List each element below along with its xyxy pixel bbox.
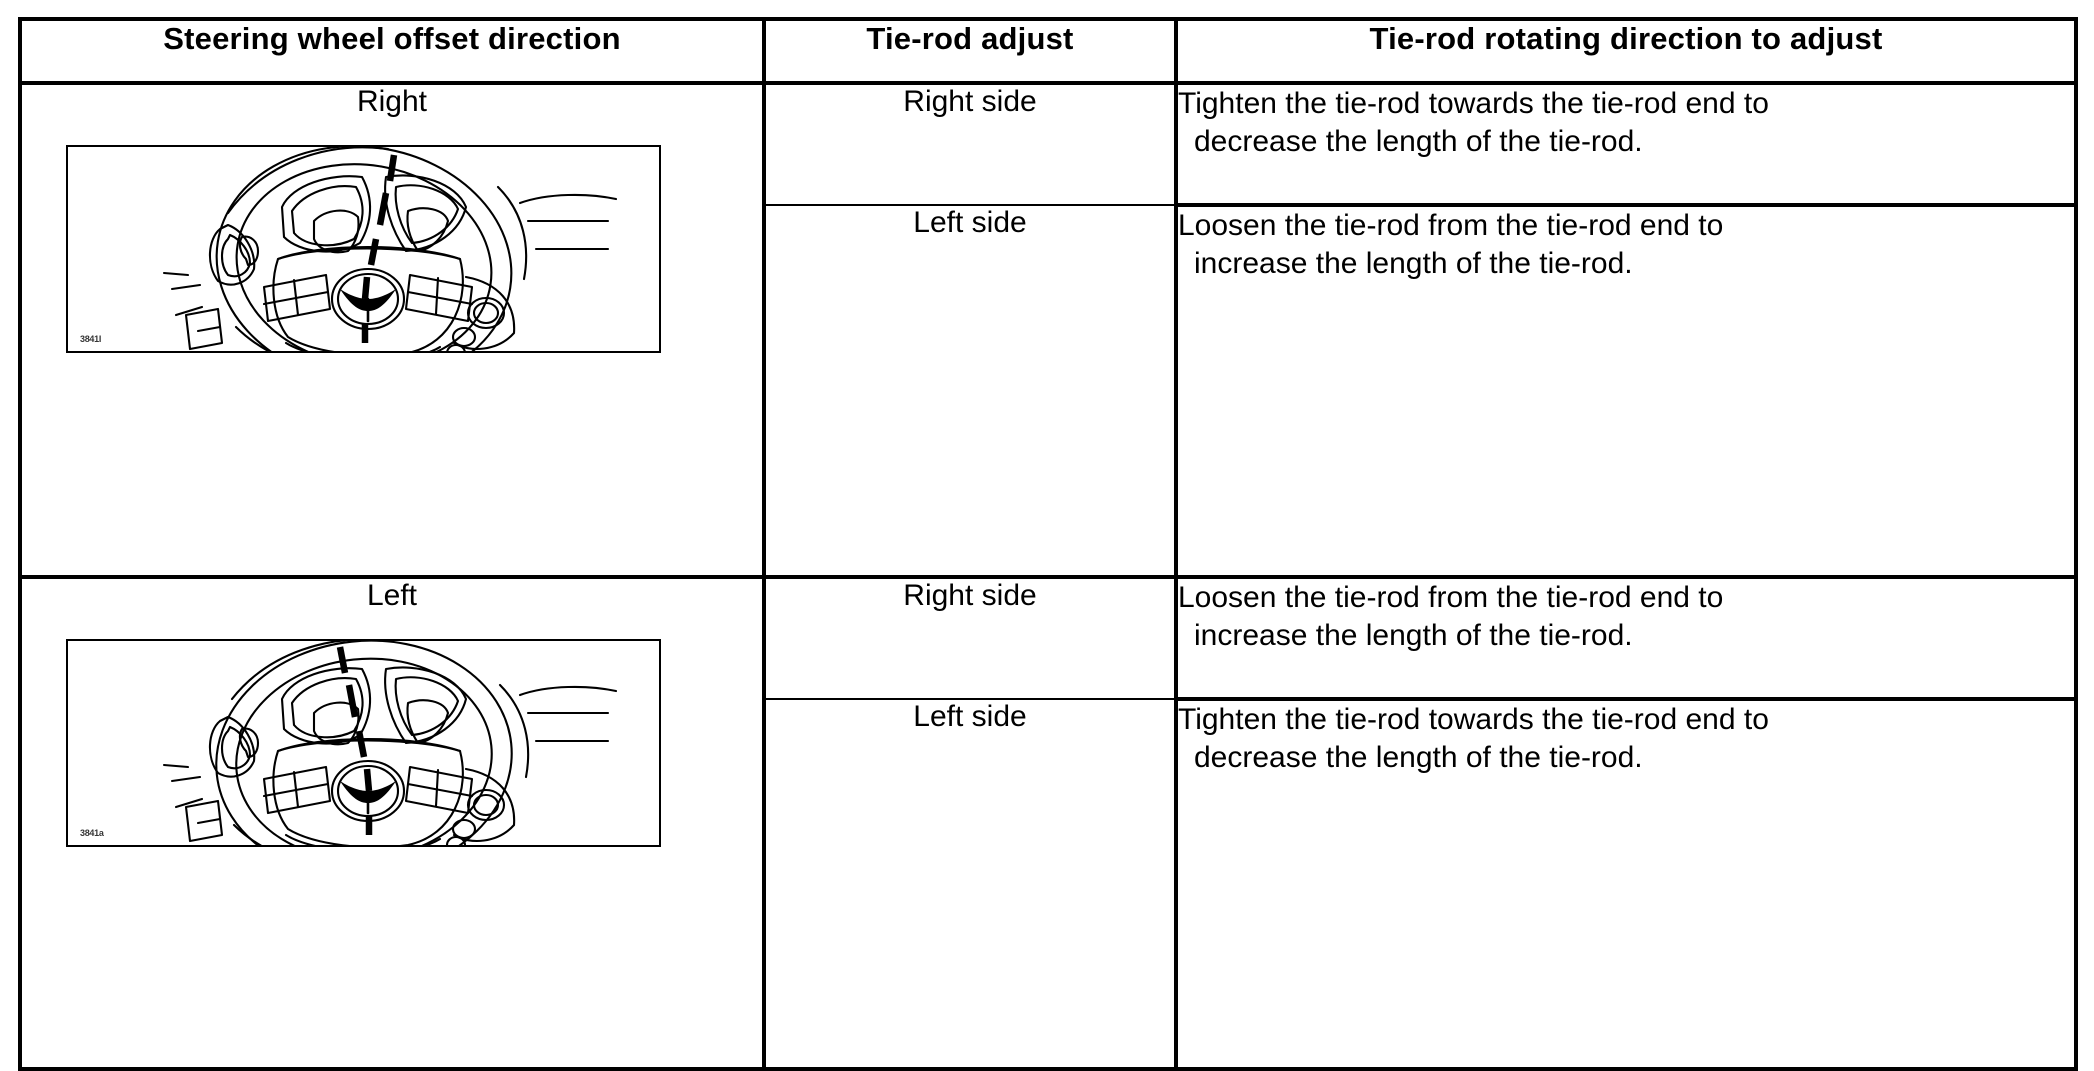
figure-id-label: 3841a (80, 828, 104, 838)
tie-rod-side-cell: Right side (762, 81, 1178, 206)
tie-rod-side-cell: Left side (762, 204, 1178, 579)
table-body: Right (18, 81, 2078, 1071)
tie-rod-rotation-description-cell: Loosen the tie-rod from the tie-rod end … (1174, 204, 2078, 579)
column-header-tie-rod-adjust: Tie-rod adjust (762, 17, 1178, 85)
tie-rod-rotation-description-cell: Tighten the tie-rod towards the tie-rod … (1174, 698, 2078, 1071)
figure-id-label: 3841I (80, 334, 102, 344)
column-header-steering-wheel-offset-direction: Steering wheel offset direction (18, 17, 766, 85)
table-row: Left (18, 575, 2078, 1071)
description-line-2: decrease the length of the tie-rod. (1194, 125, 1643, 159)
steering-wheel-illustration-icon (162, 641, 618, 845)
steering-wheel-figure-right: 3841I (66, 145, 661, 353)
tie-rod-side-label: Left side (913, 206, 1027, 239)
offset-direction-cell-right: Right (18, 81, 766, 579)
steering-wheel-figure-left: 3841a (66, 639, 661, 847)
description-line-1: Loosen the tie-rod from the tie-rod end … (1178, 209, 1724, 242)
document-page: Steering wheel offset direction Tie-rod … (18, 17, 2078, 1071)
offset-direction-label: Left (366, 579, 418, 612)
table-header-row: Steering wheel offset direction Tie-rod … (18, 17, 2078, 85)
tie-rod-side-cell: Left side (762, 698, 1178, 1071)
table-header: Steering wheel offset direction Tie-rod … (18, 17, 2078, 85)
column-header-tie-rod-rotating-direction: Tie-rod rotating direction to adjust (1174, 17, 2078, 85)
tie-rod-adjustment-table: Steering wheel offset direction Tie-rod … (18, 17, 2078, 1071)
table-row: Right (18, 81, 2078, 579)
tie-rod-rotation-description-cell: Tighten the tie-rod towards the tie-rod … (1174, 81, 2078, 207)
tie-rod-rotation-description-cell: Loosen the tie-rod from the tie-rod end … (1174, 575, 2078, 701)
tie-rod-side-label: Right side (903, 85, 1037, 118)
description-line-1: Loosen the tie-rod from the tie-rod end … (1178, 581, 1724, 614)
description-line-2: increase the length of the tie-rod. (1194, 619, 1633, 653)
offset-dashed-marker-icon (336, 646, 373, 835)
description-line-1: Tighten the tie-rod towards the tie-rod … (1178, 87, 1769, 120)
table-row: Left side Tighten the tie-rod towards th… (20, 698, 2078, 1071)
description-line-2: increase the length of the tie-rod. (1194, 247, 1633, 281)
tie-rod-side-label: Left side (913, 700, 1027, 733)
tie-rod-side-label: Right side (903, 579, 1037, 612)
description-line-1: Tighten the tie-rod towards the tie-rod … (1178, 703, 1769, 736)
table-row: Left side Loosen the tie-rod from the ti… (20, 204, 2078, 579)
description-line-2: decrease the length of the tie-rod. (1194, 741, 1643, 775)
tie-rod-side-cell: Right side (762, 575, 1178, 700)
steering-wheel-illustration-icon (162, 147, 618, 351)
offset-direction-label: Right (356, 85, 428, 118)
offset-direction-cell-left: Left (18, 575, 766, 1071)
offset-dashed-marker-icon (361, 154, 398, 343)
